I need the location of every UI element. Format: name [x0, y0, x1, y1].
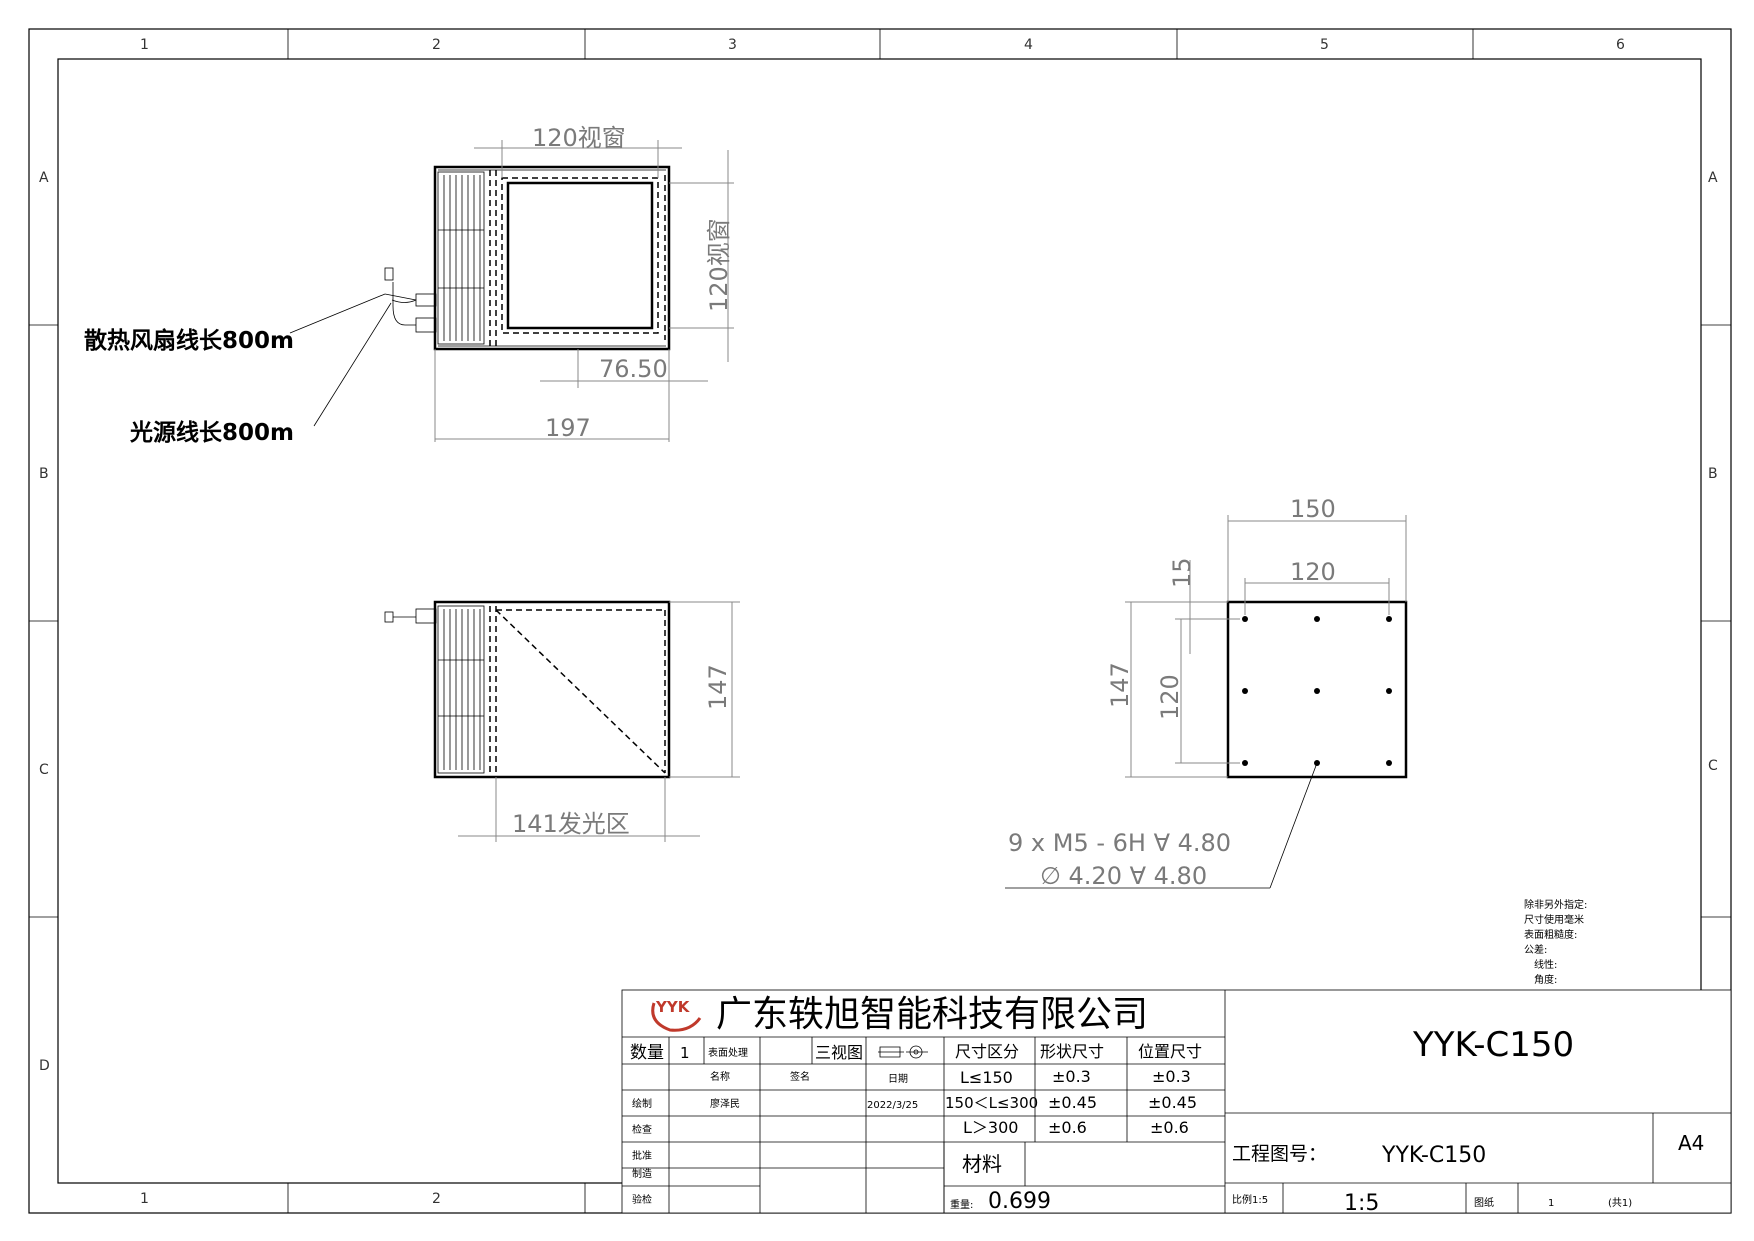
svg-text:线性:: 线性: [1534, 958, 1557, 971]
drawn-label: 绘制 [632, 1097, 652, 1110]
sign-label: 签名 [790, 1070, 810, 1083]
front-view [384, 600, 671, 779]
dim-overall-length: 197 [545, 414, 591, 442]
side-view-dimensions [1005, 515, 1407, 889]
note-light-cable: 光源线长800m [129, 419, 294, 446]
weight-label: 重量: [950, 1198, 973, 1211]
tol-row3-form: ±0.6 [1048, 1118, 1087, 1137]
inspection-label: 验检 [632, 1193, 652, 1206]
zone-row-d: D [39, 1058, 50, 1074]
hole [1242, 688, 1248, 694]
hole [1242, 616, 1248, 622]
tol-row1-range: L≤150 [960, 1068, 1013, 1087]
sheet-number: 1 [1548, 1198, 1554, 1209]
hole-callout-thread: 9 x M5 - 6H ∀ 4.80 [1008, 829, 1231, 857]
weight-value: 0.699 [988, 1189, 1051, 1214]
svg-text:除非另外指定:: 除非另外指定: [1524, 898, 1587, 911]
tol-header-size: 尺寸区分 [955, 1042, 1019, 1061]
views-label: 三视图 [815, 1043, 863, 1062]
dim-side-height: 147 [1106, 662, 1134, 708]
scale-value: 1:5 [1344, 1191, 1379, 1216]
svg-text:角度:: 角度: [1534, 973, 1557, 986]
hole [1242, 760, 1248, 766]
tol-row2-range: 150＜L≤300 [945, 1094, 1038, 1112]
zone-col-2: 2 [432, 37, 441, 53]
sheet-label: 图纸 [1474, 1196, 1494, 1209]
qty-label: 数量 [630, 1043, 664, 1063]
drawer-name: 廖泽民 [710, 1097, 740, 1110]
qty-value: 1 [680, 1044, 690, 1062]
dim-side-edge: 15 [1168, 557, 1196, 588]
zone-col-4: 4 [1024, 37, 1033, 53]
top-view-dimensions [434, 140, 734, 442]
drawing-number-label: 工程图号： [1232, 1143, 1327, 1165]
general-notes: 除非另外指定: 尺寸使用毫米 表面粗糙度: 公差: 线性: 角度: [1524, 898, 1587, 986]
zone-row-c: C [39, 762, 49, 778]
sheet-total: (共1) [1608, 1197, 1632, 1209]
hole [1314, 616, 1320, 622]
hole [1386, 688, 1392, 694]
zone-row-c-right: C [1708, 758, 1718, 774]
leader-fan [289, 293, 386, 334]
svg-text:YYK: YYK [655, 998, 691, 1016]
dim-window-width: 120视窗 [532, 124, 626, 152]
hole [1386, 616, 1392, 622]
dim-side-inner-height: 120 [1156, 674, 1184, 720]
tol-header-form: 形状尺寸 [1040, 1042, 1104, 1061]
tol-row2-form: ±0.45 [1048, 1093, 1097, 1112]
part-number: YYK-C150 [1412, 1025, 1574, 1065]
hole [1314, 688, 1320, 694]
dim-side-outer: 150 [1290, 495, 1336, 523]
tol-header-position: 位置尺寸 [1138, 1042, 1202, 1061]
tol-row2-position: ±0.45 [1148, 1093, 1197, 1112]
zone-col-1-bottom: 1 [140, 1191, 149, 1207]
side-view [1226, 600, 1408, 779]
company-logo: YYK [651, 998, 702, 1032]
leader-light [313, 302, 392, 427]
material-label: 材料 [962, 1152, 1002, 1176]
zone-row-b: B [39, 466, 49, 482]
sheet-size: A4 [1678, 1131, 1704, 1155]
approved-label: 批准 [632, 1149, 652, 1162]
zone-col-5: 5 [1320, 37, 1329, 53]
surface-treatment-label: 表面处理 [708, 1046, 748, 1059]
hole-callout-drill: ∅ 4.20 ∀ 4.80 [1040, 862, 1207, 890]
svg-text:公差:: 公差: [1524, 943, 1547, 956]
zone-row-a-right: A [1708, 170, 1718, 186]
hole [1386, 760, 1392, 766]
note-fan-cable: 散热风扇线长800m [84, 327, 294, 354]
company-name: 广东轶旭智能科技有限公司 [716, 994, 1148, 1035]
name-label: 名称 [710, 1070, 730, 1083]
tol-row1-position: ±0.3 [1152, 1067, 1191, 1086]
scale-label: 比例1:5 [1232, 1193, 1268, 1206]
svg-text:尺寸使用毫米: 尺寸使用毫米 [1524, 913, 1584, 926]
manufacture-label: 制造 [632, 1167, 652, 1180]
zone-col-3: 3 [728, 37, 737, 53]
zone-col-1: 1 [140, 37, 149, 53]
drawing-date: 2022/3/25 [867, 1100, 918, 1111]
zone-row-b-right: B [1708, 466, 1718, 482]
date-label: 日期 [888, 1073, 908, 1085]
dim-emitting-area: 141发光区 [512, 810, 630, 838]
dim-window-height: 120视窗 [705, 218, 733, 312]
dim-offset: 76.50 [599, 355, 668, 383]
tol-row3-range: L＞300 [963, 1118, 1018, 1137]
zone-col-2-bottom: 2 [432, 1191, 441, 1207]
dim-front-height: 147 [704, 664, 732, 710]
tol-row3-position: ±0.6 [1150, 1118, 1189, 1137]
dim-side-inner: 120 [1290, 558, 1336, 586]
top-view [384, 165, 671, 351]
drawing-number: YYK-C150 [1381, 1143, 1486, 1168]
zone-col-6: 6 [1616, 37, 1625, 53]
checked-label: 检查 [632, 1123, 652, 1136]
zone-row-a: A [39, 170, 49, 186]
tol-row1-form: ±0.3 [1052, 1067, 1091, 1086]
zone-dividers [29, 29, 1731, 1213]
svg-text:表面粗糙度:: 表面粗糙度: [1524, 928, 1577, 941]
title-block [621, 989, 1732, 1214]
front-view-dimensions [458, 601, 740, 842]
